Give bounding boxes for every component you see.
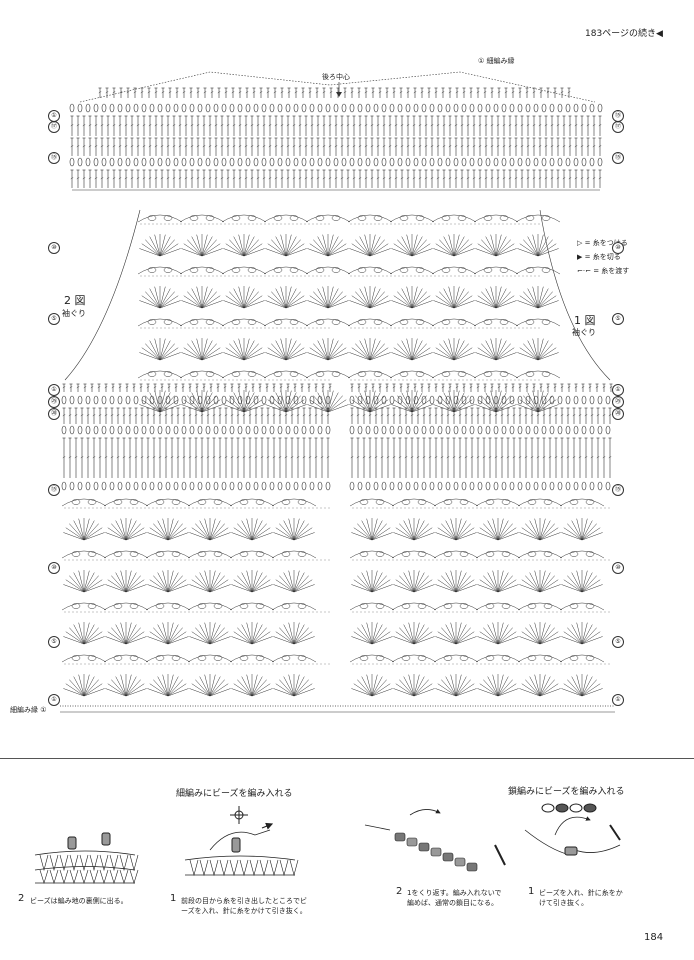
cut-yarn-icon: ▶ <box>577 253 583 261</box>
illustration-chain-step2 <box>364 809 506 872</box>
bead-chain-icon <box>541 803 597 813</box>
row-number-marker: ① <box>612 384 624 396</box>
row-number-marker: ⑩ <box>48 242 60 254</box>
row-number-marker: ⑮ <box>48 152 60 164</box>
row-number-marker: ⑤ <box>612 313 624 325</box>
row-number-marker: ⑩ <box>48 562 60 574</box>
edge-stitch-label-bottom: 細編み縁 ① <box>10 706 47 714</box>
carry-yarn-icon: ⌐·⌐ <box>577 267 591 275</box>
illustration-sc-step2 <box>34 832 139 885</box>
figure2-title: 2 図 <box>64 294 86 307</box>
step1-left-text: 前段の目から糸を引き出したところでビーズを入れ、針に糸をかけて引き抜く。 <box>181 897 307 915</box>
crosshair-icon <box>230 806 248 824</box>
row-number-marker: ⑮ <box>612 152 624 164</box>
chain-bead-title: 鎖編みにビーズを編み入れる <box>508 787 625 797</box>
row-number-marker: ⑳ <box>48 408 60 420</box>
step1-right-number: 1 <box>528 886 535 897</box>
row-number-marker: ⑩ <box>612 562 624 574</box>
row-number-marker: ① <box>48 384 60 396</box>
section-divider <box>0 758 694 759</box>
legend: ▷ = 糸をつける ▶ = 糸を切る ⌐·⌐ = 糸を渡す <box>577 238 629 276</box>
crochet-chart <box>60 71 615 713</box>
row-number-marker: ㉕ <box>612 396 624 408</box>
row-number-marker: ⑮ <box>48 484 60 496</box>
edge-stitch-label-top: ① 細編み縁 <box>478 57 515 65</box>
step1-right-text: ビーズを入れ、針に糸をかけて引き抜く。 <box>539 889 623 907</box>
sc-bead-title: 細編みにビーズを編み入れる <box>176 789 293 799</box>
row-number-marker: ⑤ <box>48 313 60 325</box>
legend-item: ▷ = 糸をつける <box>577 238 629 248</box>
illustration-sc-step1 <box>184 822 299 877</box>
row-number-marker: ① <box>48 694 60 706</box>
page-number: 184 <box>644 932 664 943</box>
row-number-marker: ⑩ <box>612 242 624 254</box>
row-number-marker: ① <box>48 110 60 122</box>
figure2-subtitle: 袖ぐり <box>62 309 86 318</box>
illustration-chain-step1 <box>524 816 621 856</box>
center-back-label: 後ろ中心 <box>322 73 350 81</box>
step2-left-number: 2 <box>18 893 25 904</box>
legend-item: ⌐·⌐ = 糸を渡す <box>577 266 629 276</box>
step2-left-text: ビーズは編み地の裏側に出る。 <box>30 897 128 905</box>
legend-text: = 糸を切る <box>584 253 621 261</box>
row-number-marker: ㉕ <box>48 396 60 408</box>
row-number-marker: ⑤ <box>612 636 624 648</box>
legend-text: = 糸をつける <box>584 239 628 247</box>
legend-item: ▶ = 糸を切る <box>577 252 629 262</box>
row-number-marker: ① <box>612 694 624 706</box>
row-number-marker: ⑤ <box>48 636 60 648</box>
legend-text: = 糸を渡す <box>593 267 630 275</box>
figure1-subtitle: 袖ぐり <box>572 328 596 337</box>
row-number-marker: ⑮ <box>612 484 624 496</box>
figure1-title: 1 図 <box>574 314 596 327</box>
step2-right-text: 1をくり返す。編み入れないで編めば、通常の鎖目になる。 <box>407 889 502 907</box>
step1-left-number: 1 <box>170 893 177 904</box>
row-number-marker: ⑰ <box>48 121 60 133</box>
row-number-marker: ⑳ <box>612 408 624 420</box>
step2-right-number: 2 <box>396 886 403 897</box>
continued-from-label: 183ページの続き◀ <box>585 29 663 39</box>
attach-yarn-icon: ▷ <box>577 239 583 247</box>
row-number-marker: ⑰ <box>612 121 624 133</box>
